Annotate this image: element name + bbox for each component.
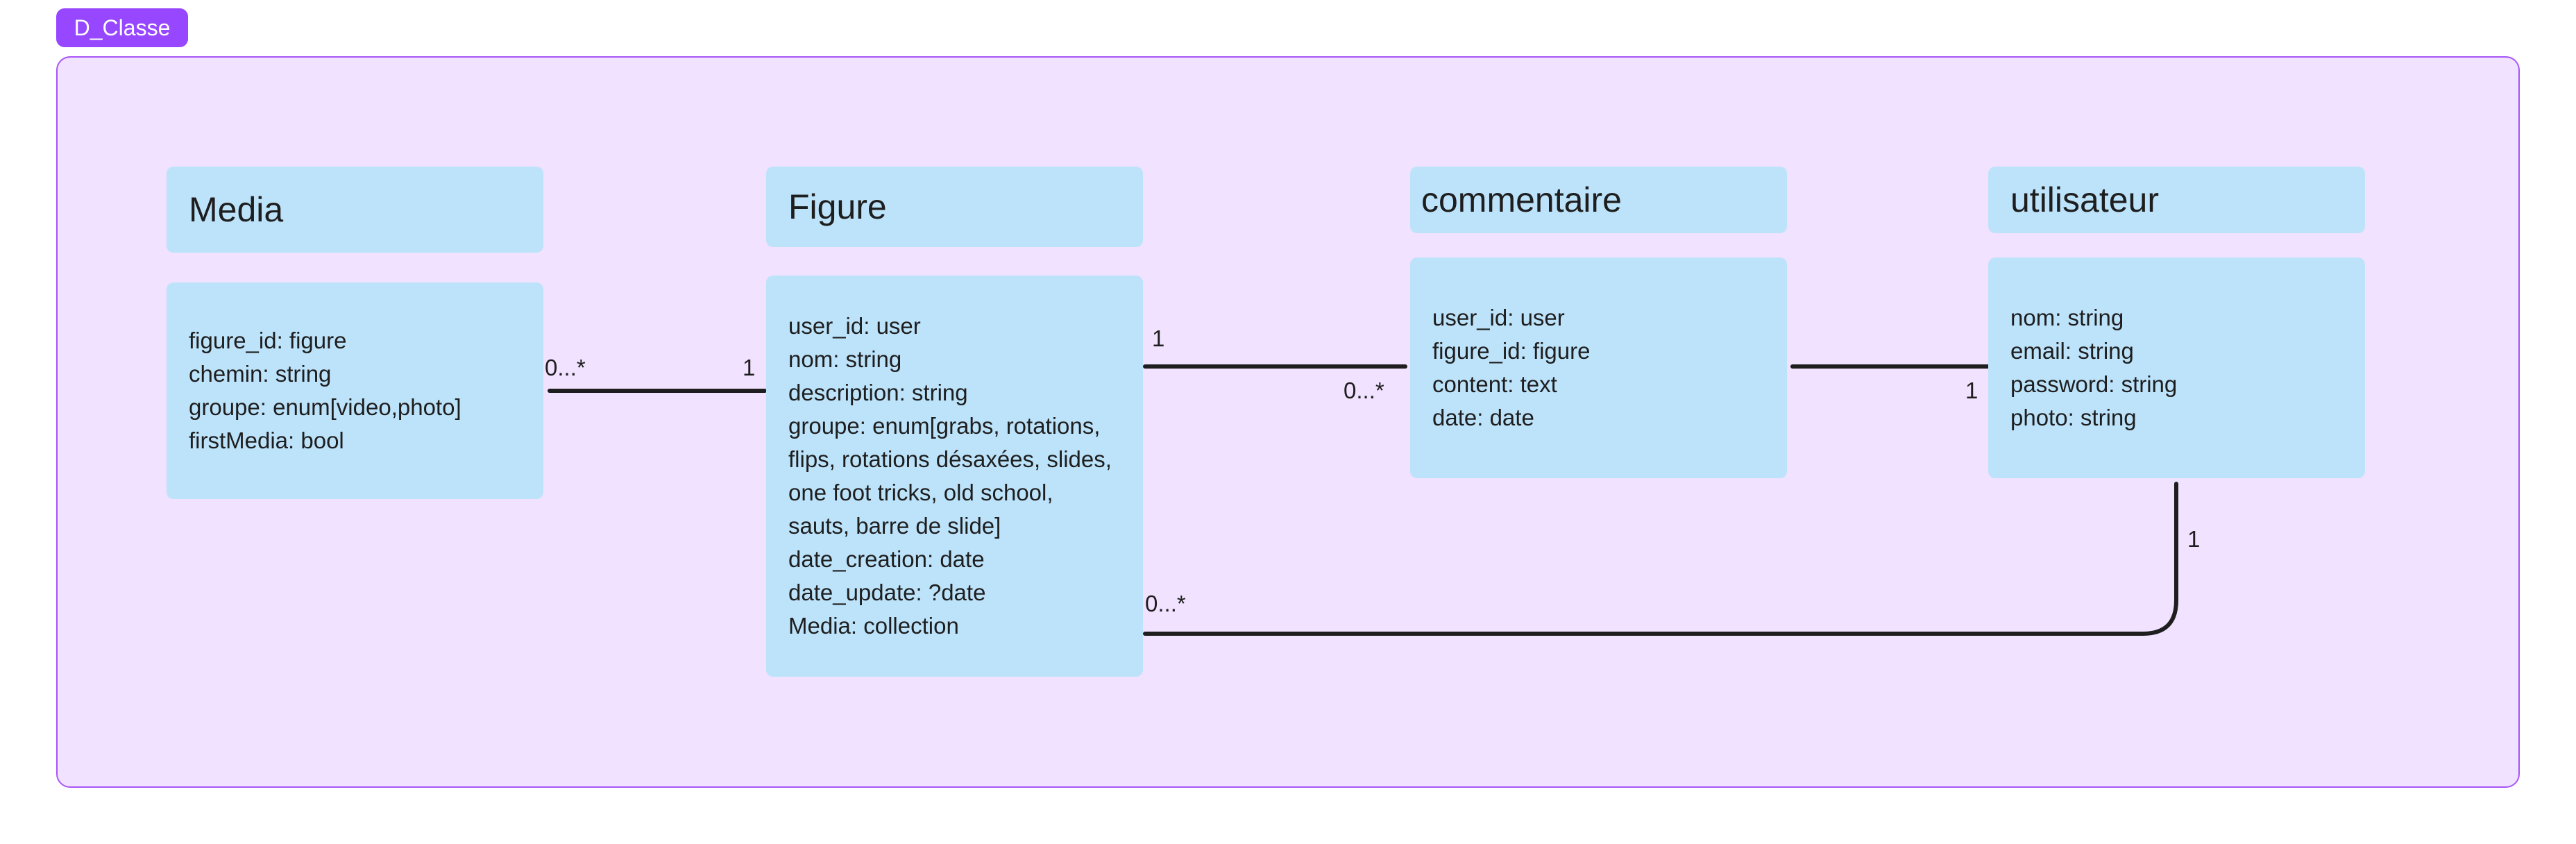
attribute: sauts, barre de slide] [788, 513, 1001, 539]
multiplicity-utilisateur-end: 1 [1965, 378, 1978, 403]
attribute: flips, rotations désaxées, slides, [788, 446, 1112, 472]
frame-label[interactable]: D_Classe [56, 8, 188, 47]
attribute: firstMedia: bool [189, 428, 344, 453]
class-commentaire-name: commentaire [1421, 180, 1622, 219]
multiplicity-figure-end: 0...* [1145, 591, 1186, 616]
attribute: nom: string [2010, 305, 2124, 330]
association-figure-utilisateur[interactable] [1143, 482, 2178, 636]
attribute: email: string [2010, 338, 2134, 364]
multiplicity-figure-end: 1 [1152, 326, 1165, 351]
class-commentaire-title[interactable]: commentaire [1410, 167, 1787, 233]
attribute: user_id: user [788, 313, 921, 339]
class-media-attributes[interactable]: figure_id: figure chemin: string groupe:… [167, 282, 543, 499]
attribute: groupe: enum[video,photo] [189, 394, 461, 420]
class-figure-title[interactable]: Figure [766, 167, 1143, 247]
multiplicity-utilisateur-end: 1 [2187, 526, 2201, 552]
attribute: chemin: string [189, 361, 332, 387]
attribute: date: date [1432, 405, 1534, 430]
multiplicity-commentaire-end: 0...* [1344, 378, 1384, 403]
multiplicity-media-end: 0...* [545, 355, 586, 380]
class-figure-attributes[interactable]: user_id: user nom: string description: s… [766, 276, 1143, 677]
class-utilisateur-attributes[interactable]: nom: string email: string password: stri… [1988, 258, 2365, 478]
attribute: figure_id: figure [1432, 338, 1591, 364]
class-utilisateur-name: utilisateur [2010, 180, 2159, 219]
attribute: groupe: enum[grabs, rotations, [788, 413, 1101, 439]
attribute: password: string [2010, 371, 2178, 397]
attribute: date_creation: date [788, 546, 985, 572]
attribute: user_id: user [1432, 305, 1565, 330]
class-commentaire-attributes[interactable]: user_id: user figure_id: figure content:… [1410, 258, 1787, 478]
attribute: nom: string [788, 346, 902, 372]
class-media-title[interactable]: Media [167, 167, 543, 253]
attribute: Media: collection [788, 613, 959, 639]
attribute: date_update: ?date [788, 580, 986, 605]
multiplicity-figure-end: 1 [743, 355, 756, 380]
attribute: photo: string [2010, 405, 2137, 430]
attribute: figure_id: figure [189, 328, 347, 353]
attribute: one foot tricks, old school, [788, 480, 1053, 505]
attribute: content: text [1432, 371, 1557, 397]
class-figure-name: Figure [788, 187, 887, 226]
class-media-name: Media [189, 190, 284, 229]
attribute: description: string [788, 380, 968, 405]
class-utilisateur-title[interactable]: utilisateur [1988, 167, 2365, 233]
